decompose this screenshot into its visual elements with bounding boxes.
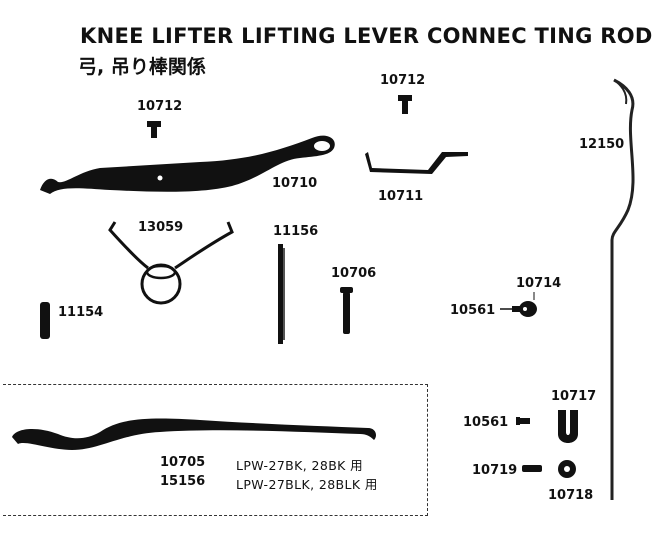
label-13059: 13059 [138,220,183,235]
note-15156-models: LPW-27BLK, 28BLK 用 [236,474,378,493]
label-11156: 11156 [273,224,318,239]
screw-10712-right [398,95,412,114]
collar-11154 [40,302,50,339]
label-10705: 10705 [160,455,205,470]
label-10561-upper: 10561 [450,303,495,318]
label-10714: 10714 [516,276,561,291]
clip-10717 [558,410,578,443]
label-10561-lower: 10561 [463,415,508,430]
knob-10714 [512,292,537,317]
label-10712-left: 10712 [137,99,182,114]
label-11154: 11154 [58,305,103,320]
screw-10719 [522,465,542,472]
note-10705-models: LPW-27BK, 28BK 用 [236,455,363,474]
label-10718: 10718 [548,488,593,503]
label-10712-right: 10712 [380,73,425,88]
screw-10706 [340,287,353,334]
label-10710: 10710 [272,176,317,191]
pin-11156 [278,244,285,344]
screw-10712-left [147,121,161,138]
label-10706: 10706 [331,266,376,281]
label-10711: 10711 [378,189,423,204]
label-10717: 10717 [551,389,596,404]
screw-10561-lower [516,417,530,425]
bracket-10711 [365,152,468,174]
label-10719: 10719 [472,463,517,478]
label-12150: 12150 [579,137,624,152]
lever-10705-15156 [12,419,376,451]
washer-10718 [558,460,576,478]
label-15156: 15156 [160,474,205,489]
